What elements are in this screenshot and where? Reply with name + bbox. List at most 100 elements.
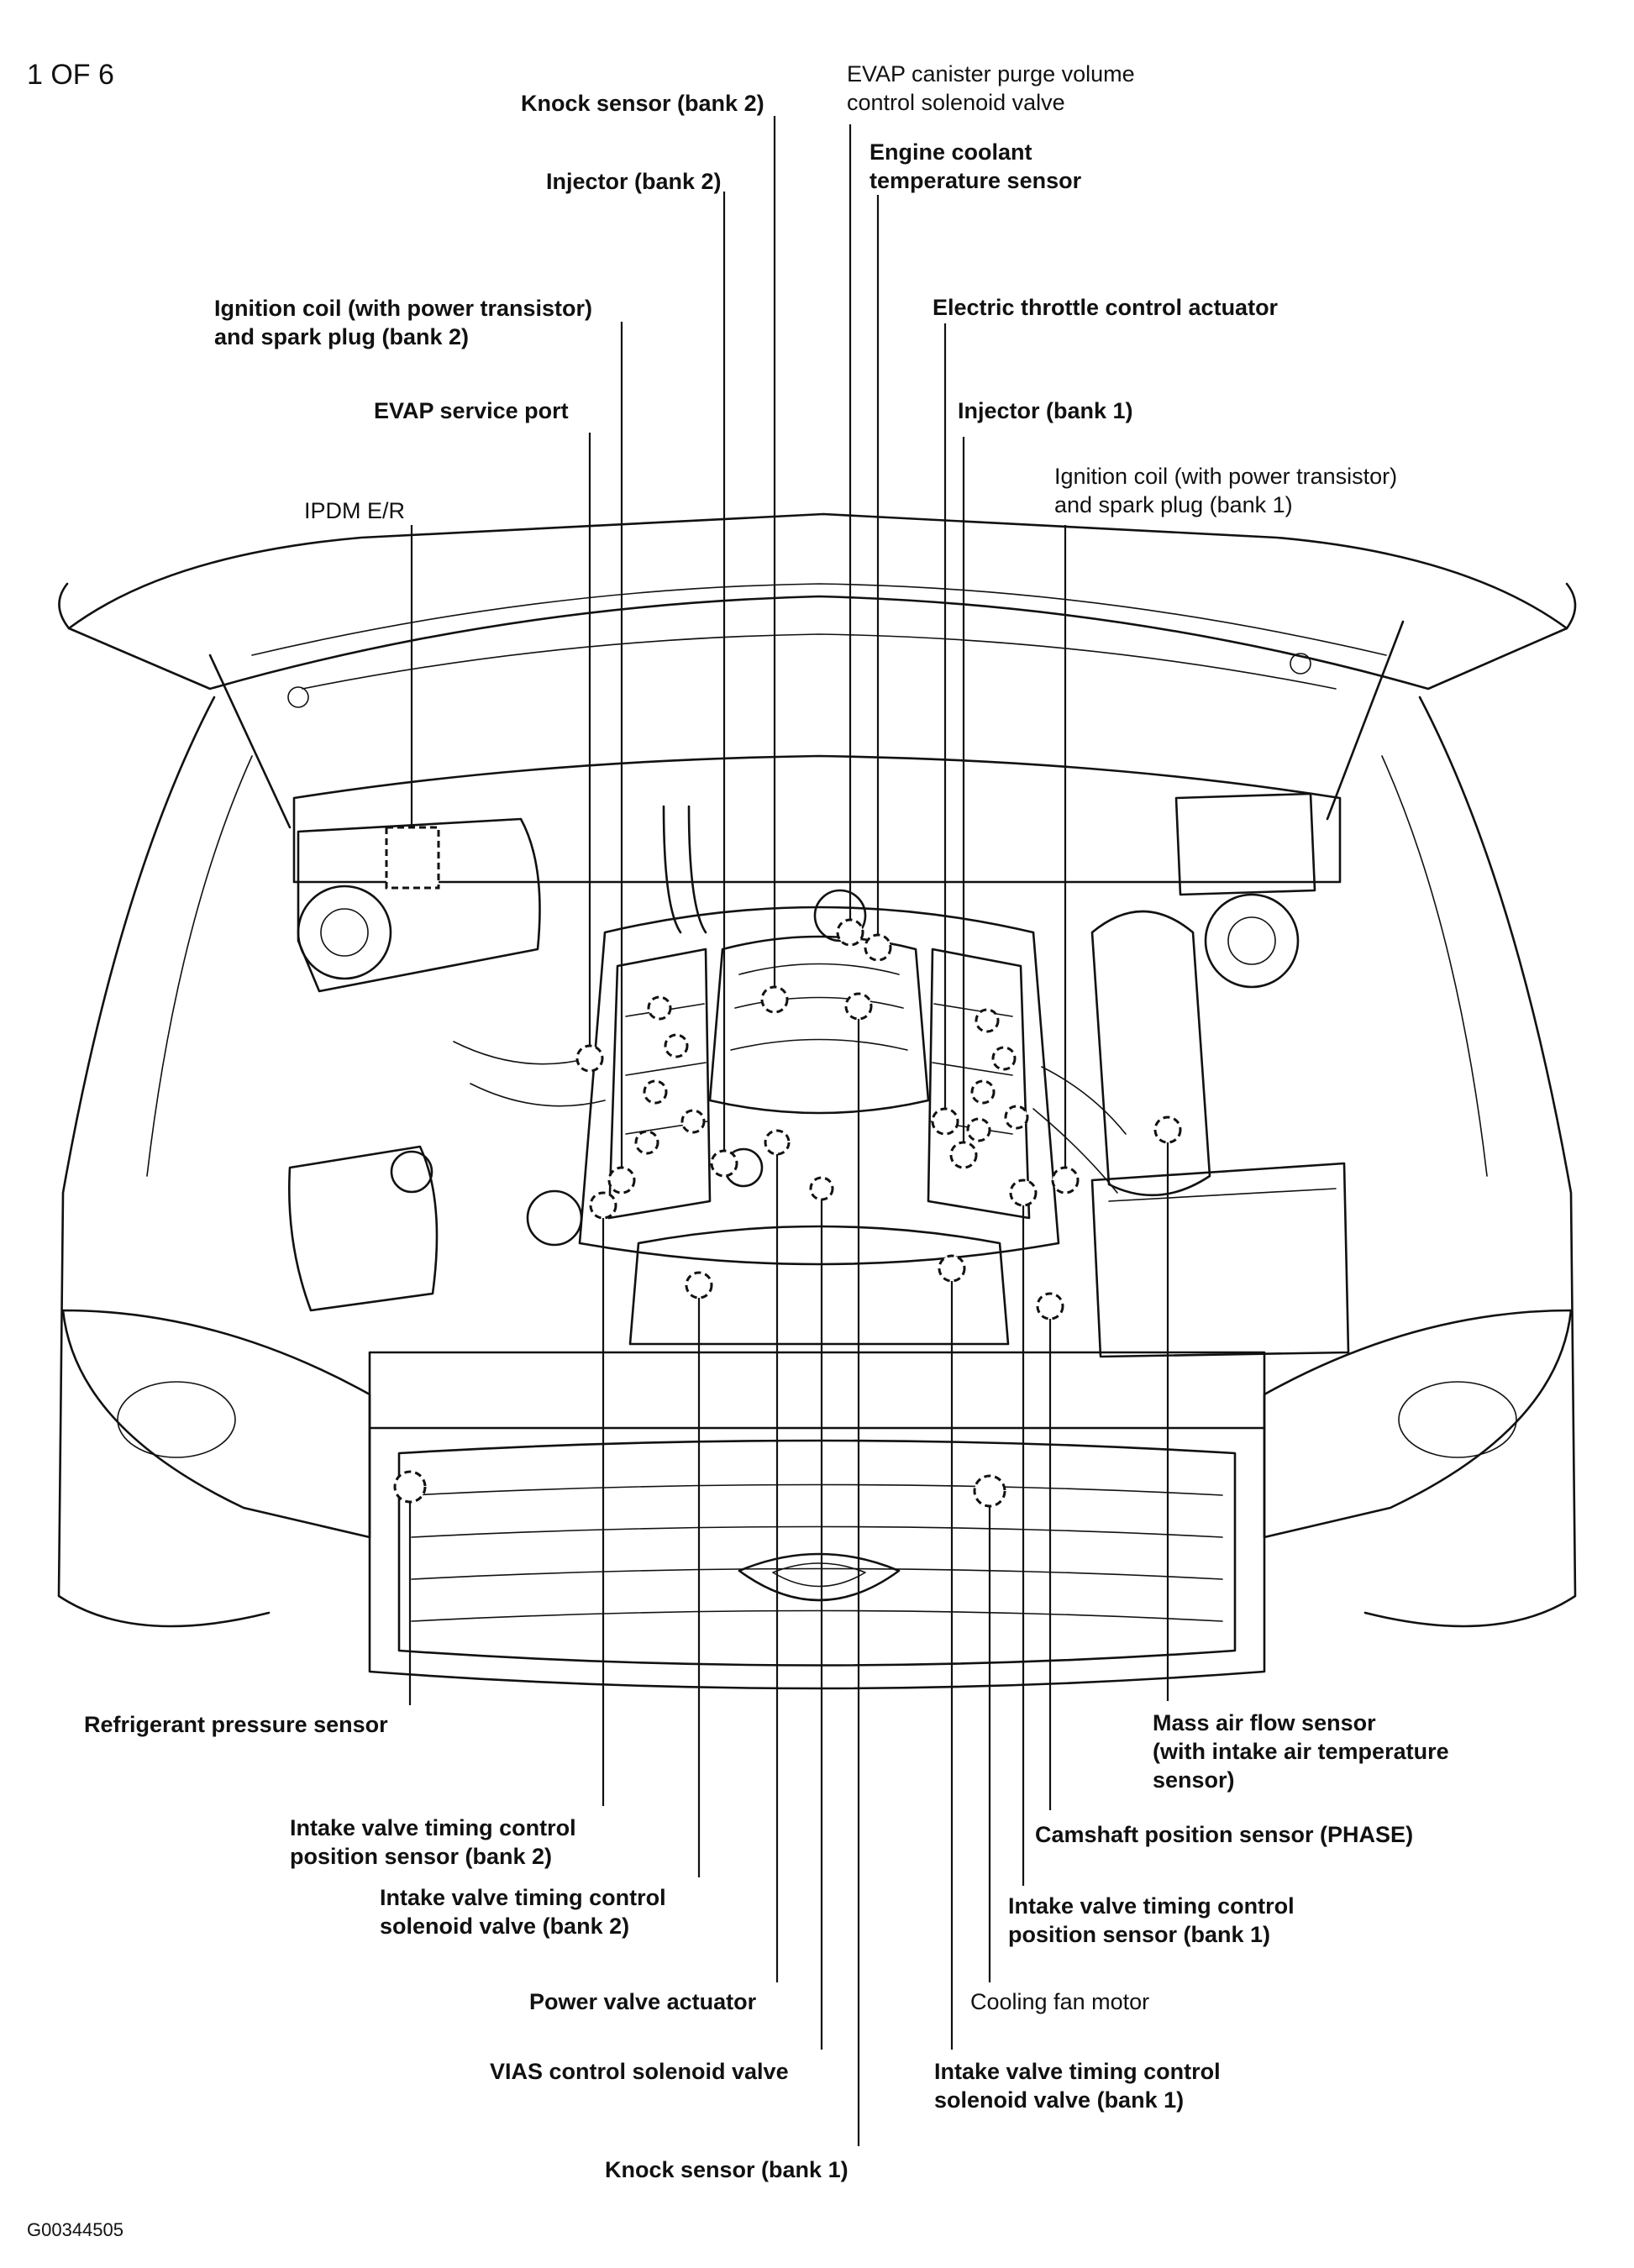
callout-vias-solenoid: VIAS control solenoid valve <box>490 1176 834 2084</box>
callout-engine-coolant-temp: Engine coolant temperature sensor <box>864 139 1082 962</box>
callout-ipdm: IPDM E/R <box>304 498 440 890</box>
callout-maf-sensor: Mass air flow sensor (with intake air te… <box>1153 1116 1455 1793</box>
headlight-left <box>61 1309 371 1539</box>
marker-ignition-coil-bank2 <box>607 1166 636 1194</box>
hood-hinge-right <box>1290 653 1311 675</box>
page-indicator: 1 OF 6 <box>27 59 114 91</box>
callout-camshaft-phase: Camshaft position sensor (PHASE) <box>1035 1292 1413 1847</box>
marker-refrigerant-pressure <box>393 1470 427 1504</box>
marker-ivt-position-bank2 <box>589 1191 617 1220</box>
fender-left-inner <box>146 755 253 1177</box>
coolant-cap <box>526 1189 583 1247</box>
hood-underside <box>67 512 1568 630</box>
marker-power-valve-actuator <box>764 1129 791 1156</box>
hood-strut-left <box>208 654 292 829</box>
label-vias-solenoid: VIAS control solenoid valve <box>490 2059 789 2084</box>
headlight-right-lens <box>1398 1381 1517 1458</box>
marker-maf-sensor <box>1153 1116 1182 1144</box>
callout-injector-bank2: Injector (bank 2) <box>546 169 738 1178</box>
label-evap-service-port: EVAP service port <box>374 398 569 423</box>
figure-id: G00344505 <box>27 2219 123 2240</box>
secondary-location-markers <box>634 995 1029 1155</box>
marker-ignition-coil-bank1 <box>1051 1166 1080 1194</box>
callout-ignition-coil-bank1: Ignition coil (with power transistor) an… <box>1051 464 1404 1194</box>
callout-ivt-position-bank1: Intake valve timing control position sen… <box>1008 1179 1295 1947</box>
marker-knock-sensor-bank1 <box>844 992 873 1021</box>
callout-cooling-fan-motor: Cooling fan motor <box>970 1474 1149 2014</box>
cylinder-bank-1 <box>927 948 1031 1220</box>
component-callouts: EVAP canister purge volume control solen… <box>84 61 1455 2182</box>
marker-engine-coolant-temp <box>864 933 892 962</box>
fender-right-inner <box>1381 755 1488 1177</box>
callout-evap-purge-valve: EVAP canister purge volume control solen… <box>836 61 1141 947</box>
label-cooling-fan-motor: Cooling fan motor <box>970 1989 1149 2014</box>
callout-ivt-position-bank2: Intake valve timing control position sen… <box>290 1191 617 1869</box>
air-intake-duct <box>1090 910 1211 1197</box>
reservoir-cap <box>390 1150 433 1194</box>
label-engine-coolant-temp: Engine coolant temperature sensor <box>870 139 1082 193</box>
callout-ignition-coil-bank2: Ignition coil (with power transistor) an… <box>214 296 636 1194</box>
fan-shroud <box>628 1225 1010 1346</box>
hood-hinge-left <box>287 686 309 708</box>
headlight-right <box>1263 1309 1573 1539</box>
hood-edge <box>58 582 1577 690</box>
strut-tower-right <box>1204 893 1300 989</box>
label-ivt-position-bank2: Intake valve timing control position sen… <box>290 1815 582 1869</box>
marker-evap-purge-valve <box>836 918 864 947</box>
marker-ivt-solenoid-bank2 <box>685 1271 713 1299</box>
upper-hose <box>662 805 682 934</box>
hood-panel-inner <box>302 633 1337 690</box>
grille-emblem <box>738 1552 901 1602</box>
engine-assembly <box>578 805 1060 1346</box>
throttle-body <box>813 889 867 942</box>
cylinder-bank-2 <box>607 948 712 1220</box>
front-fascia <box>368 1426 1266 1690</box>
marker-cooling-fan-motor <box>973 1474 1006 1508</box>
label-knock-sensor-bank1: Knock sensor (bank 1) <box>605 2157 849 2182</box>
engine-bay-illustration <box>57 512 1577 1690</box>
fender-right <box>1363 696 1577 1628</box>
label-electric-throttle: Electric throttle control actuator <box>933 295 1279 320</box>
strut-tower-left <box>297 885 392 980</box>
callout-evap-service-port: EVAP service port <box>374 398 604 1073</box>
marker-evap-service-port <box>575 1044 604 1073</box>
label-injector-bank2: Injector (bank 2) <box>546 169 722 194</box>
hood-panel <box>251 583 1387 656</box>
fender-left <box>57 696 271 1628</box>
marker-electric-throttle <box>931 1107 959 1136</box>
callout-knock-sensor-bank1: Knock sensor (bank 1) <box>605 992 873 2182</box>
marker-injector-bank1 <box>949 1141 978 1169</box>
label-ivt-solenoid-bank1: Intake valve timing control solenoid val… <box>934 2059 1227 2113</box>
hood-strut-right <box>1326 620 1405 821</box>
label-refrigerant-pressure: Refrigerant pressure sensor <box>84 1712 388 1737</box>
label-maf-sensor: Mass air flow sensor (with intake air te… <box>1153 1710 1455 1793</box>
marker-ivt-position-bank1 <box>1009 1179 1038 1207</box>
label-ignition-coil-bank1: Ignition coil (with power transistor) an… <box>1054 464 1404 517</box>
label-evap-purge-valve: EVAP canister purge volume control solen… <box>847 61 1141 115</box>
label-injector-bank1: Injector (bank 1) <box>958 398 1133 423</box>
callout-ivt-solenoid-bank2: Intake valve timing control solenoid val… <box>380 1271 713 1939</box>
intake-plenum <box>708 935 930 1115</box>
engine-block <box>578 906 1060 1266</box>
callout-injector-bank1: Injector (bank 1) <box>949 398 1133 1169</box>
marker-ipdm <box>385 826 440 890</box>
callout-knock-sensor-bank2: Knock sensor (bank 2) <box>521 91 789 1014</box>
radiator-core-support <box>368 1351 1266 1430</box>
battery <box>1174 792 1316 896</box>
callout-ivt-solenoid-bank1: Intake valve timing control solenoid val… <box>934 1254 1227 2113</box>
headlight-left-lens <box>117 1381 236 1458</box>
callout-electric-throttle: Electric throttle control actuator <box>931 295 1279 1136</box>
marker-injector-bank2 <box>710 1149 738 1178</box>
marker-knock-sensor-bank2 <box>760 985 789 1014</box>
washer-reservoir <box>287 1145 439 1312</box>
label-ignition-coil-bank2: Ignition coil (with power transistor) an… <box>214 296 599 349</box>
air-cleaner-box <box>1090 1162 1350 1358</box>
callout-power-valve-actuator: Power valve actuator <box>529 1129 791 2014</box>
cowl-panel <box>292 754 1342 884</box>
label-camshaft-phase: Camshaft position sensor (PHASE) <box>1035 1822 1413 1847</box>
front-grille <box>397 1439 1237 1667</box>
ipdm-box <box>297 817 541 993</box>
label-ipdm: IPDM E/R <box>304 498 405 523</box>
